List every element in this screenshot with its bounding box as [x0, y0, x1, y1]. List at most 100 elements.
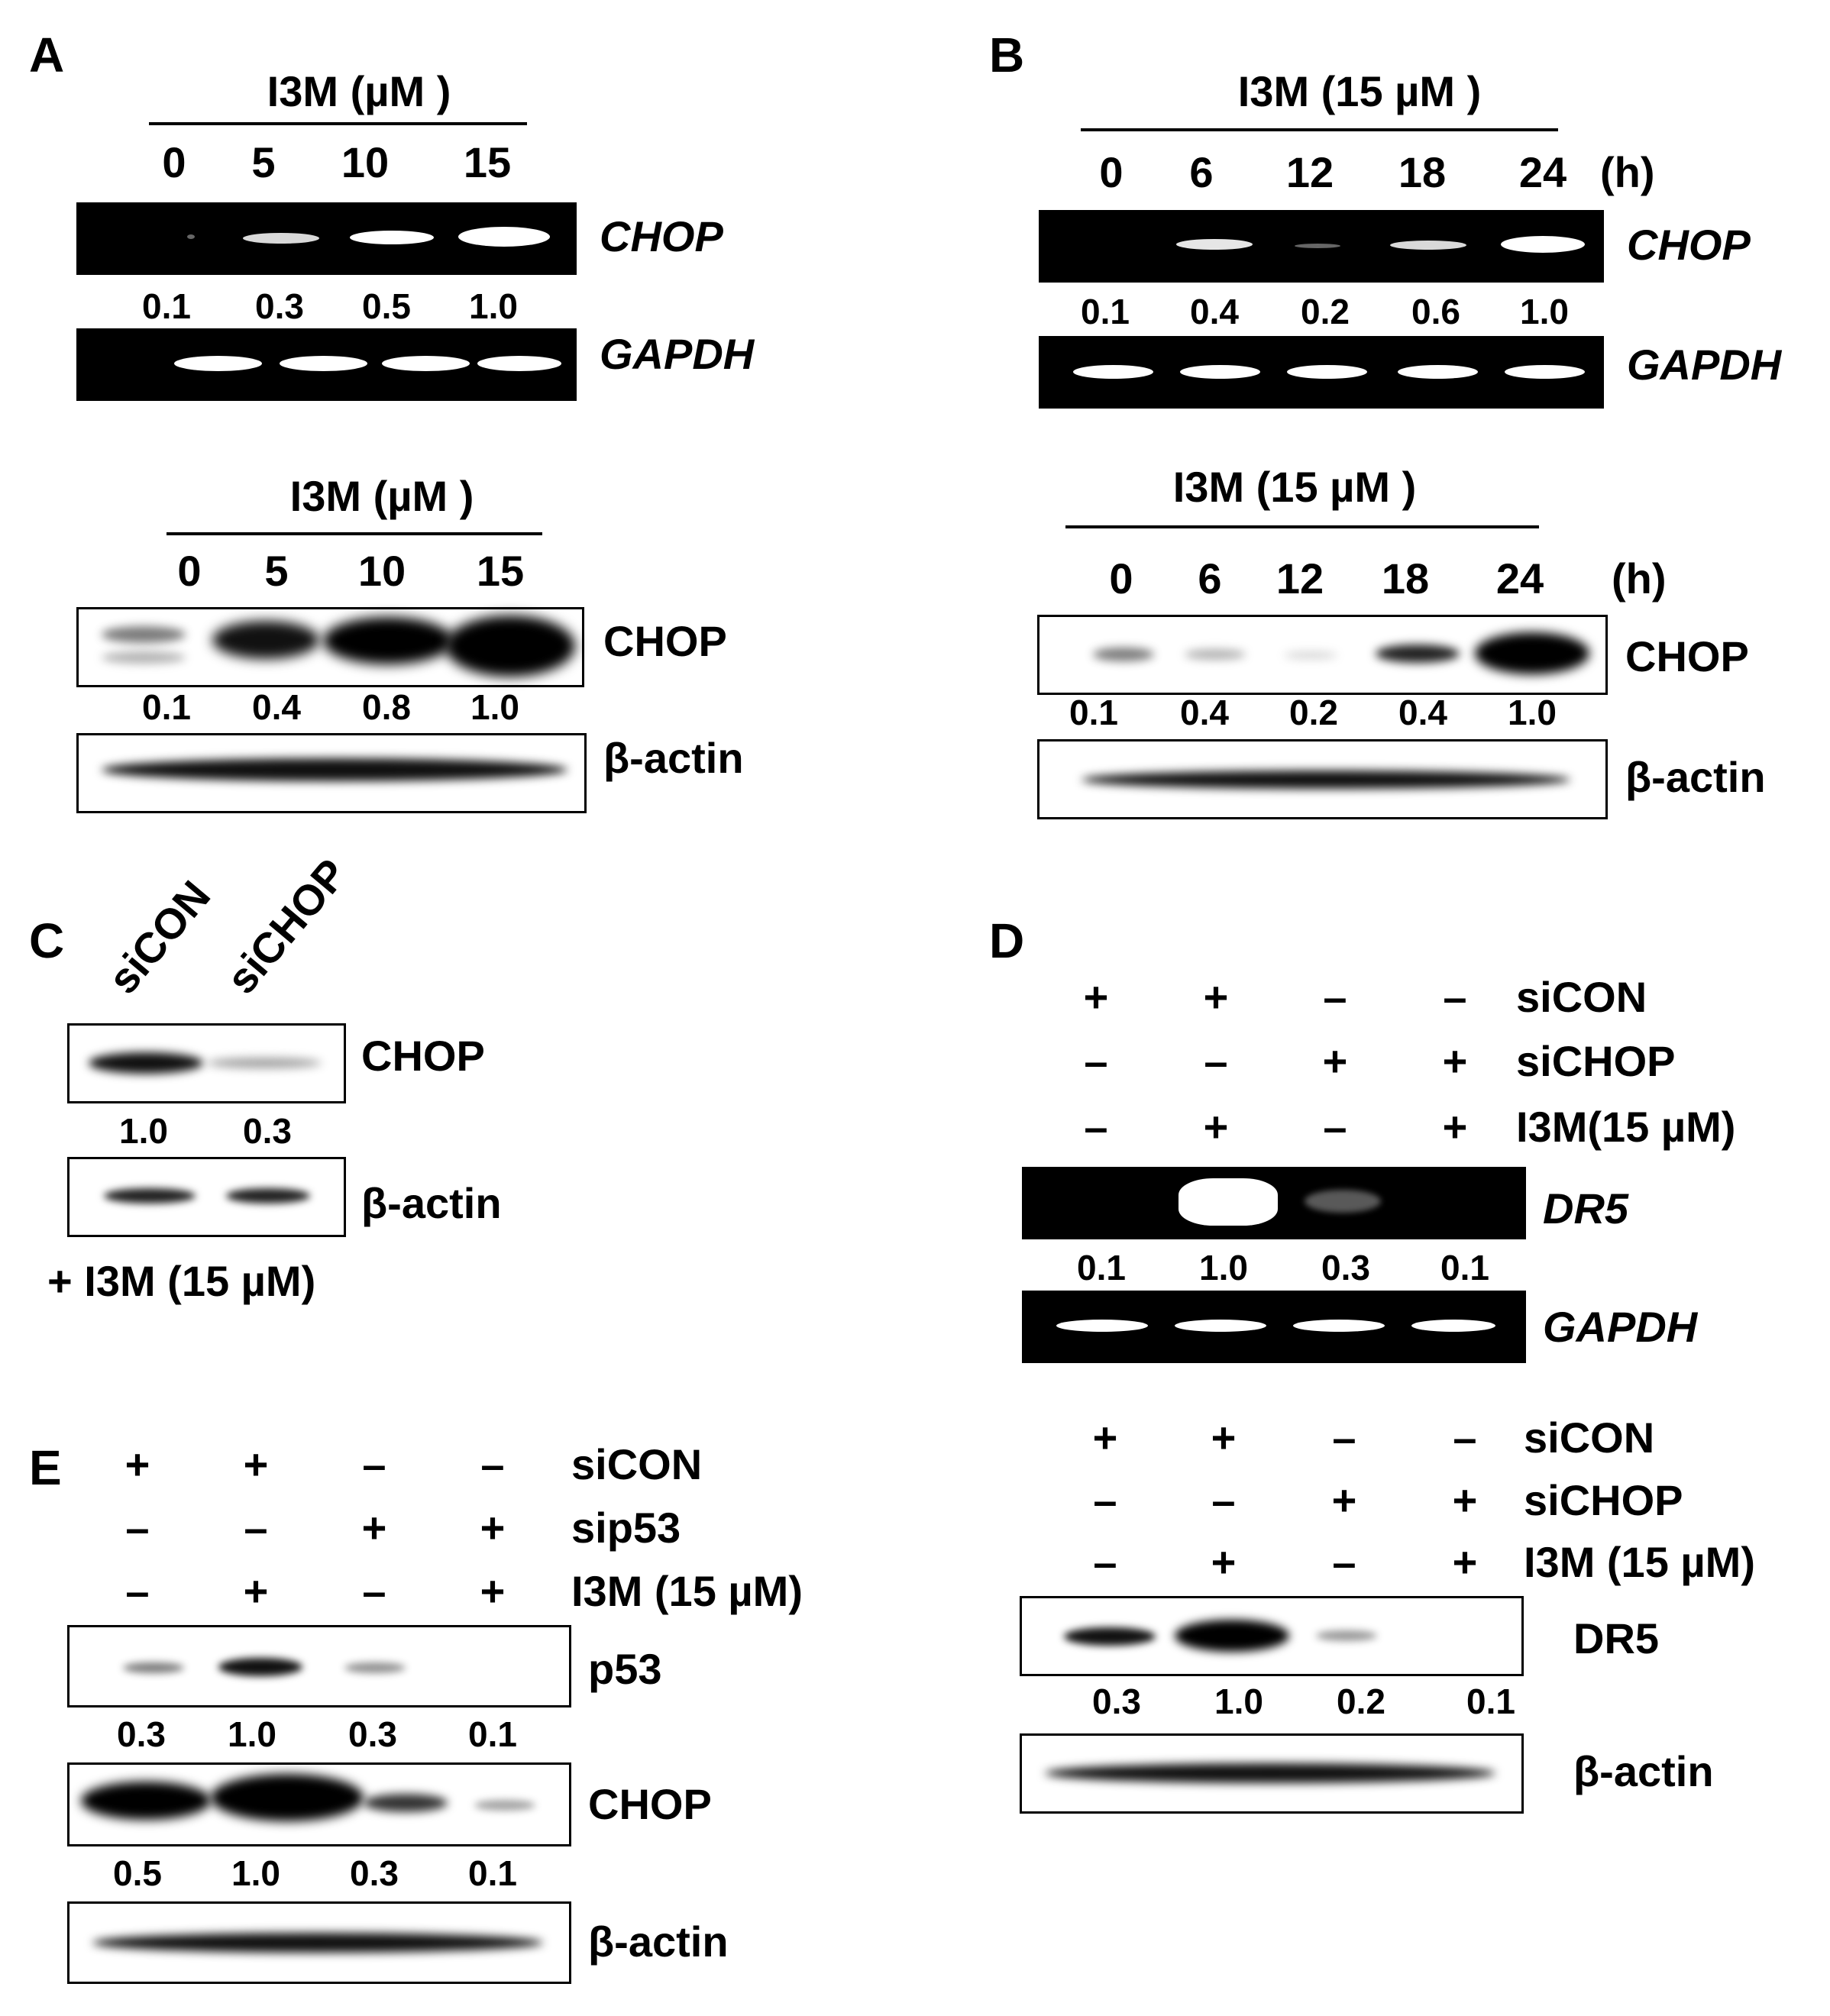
a-wb-header: I3M (µM )	[289, 472, 474, 520]
c-chop-blot	[67, 1023, 346, 1103]
d-rt-r0-label: siCON	[1516, 973, 1647, 1021]
e-r2-s2: –	[362, 1567, 386, 1615]
b-rt-gapdh-band-0	[1073, 365, 1153, 379]
d-wb-r1-s1: –	[1211, 1476, 1236, 1524]
c-actin-label: β-actin	[361, 1179, 502, 1227]
c-footer: + I3M (15 µM)	[47, 1257, 316, 1305]
d-rt-quant-0: 0.1	[1077, 1248, 1126, 1287]
d-wb-actin-blot	[1020, 1733, 1524, 1814]
c-actin-band-1	[226, 1188, 310, 1203]
e-r2-label: I3M (15 µM)	[571, 1567, 803, 1615]
b-wb-header-rule	[1065, 525, 1539, 528]
b-rt-quant-4: 1.0	[1520, 292, 1569, 331]
d-rt-r1-s3: +	[1442, 1037, 1468, 1085]
e-p53-quant-3: 0.1	[468, 1714, 517, 1754]
b-rt-quant-0: 0.1	[1081, 292, 1130, 331]
a-rt-lane-3: 15	[463, 138, 512, 186]
c-quant-1: 0.3	[243, 1111, 292, 1151]
e-r1-s1: –	[244, 1504, 268, 1552]
b-wb-header: I3M (15 µM )	[1172, 463, 1417, 511]
a-rt-quant-3: 1.0	[469, 286, 518, 326]
d-wb-r0-s1: +	[1211, 1413, 1237, 1462]
d-rt-r0-s3: –	[1443, 973, 1467, 1021]
b-wb-quant-3: 0.4	[1398, 693, 1447, 732]
b-rt-unit: (h)	[1600, 148, 1655, 196]
d-wb-r2-s2: –	[1332, 1538, 1356, 1586]
d-rt-dr5-band-1	[1179, 1178, 1278, 1226]
b-wb-chop-band-0	[1093, 648, 1154, 661]
d-wb-quant-2: 0.2	[1337, 1682, 1385, 1721]
b-rt-lane-1: 6	[1189, 148, 1214, 196]
d-rt-dr5-band-2	[1305, 1190, 1381, 1213]
a-wb-chop-band-2	[323, 617, 453, 664]
b-wb-actin-blot	[1037, 739, 1608, 819]
b-wb-chop-band-2	[1284, 651, 1337, 659]
a-rt-quant-2: 0.5	[362, 286, 411, 326]
b-wb-actin-label: β-actin	[1625, 753, 1766, 801]
c-actin-blot	[67, 1157, 346, 1237]
a-wb-lane-0: 0	[177, 547, 202, 595]
e-r2-s0: –	[125, 1567, 150, 1615]
d-wb-actin-band	[1045, 1763, 1495, 1783]
c-chop-label: CHOP	[361, 1032, 485, 1080]
b-rt-lane-2: 12	[1285, 148, 1334, 196]
d-wb-r0-s0: +	[1092, 1413, 1118, 1462]
e-p53-band-0	[123, 1662, 184, 1673]
a-rt-header-rule	[149, 122, 527, 125]
a-rt-header: I3M (µM )	[267, 67, 451, 115]
b-rt-lane-3: 18	[1398, 148, 1447, 196]
b-rt-chop-gel	[1039, 210, 1604, 283]
a-rt-quant-1: 0.3	[255, 286, 304, 326]
d-wb-r1-s3: +	[1452, 1476, 1478, 1524]
a-wb-actin-blot	[76, 733, 587, 813]
d-rt-quant-2: 0.3	[1321, 1248, 1370, 1287]
a-wb-actin-label: β-actin	[603, 734, 744, 782]
d-wb-r2-s1: +	[1211, 1538, 1237, 1586]
d-rt-r0-s0: +	[1083, 973, 1109, 1021]
d-rt-gapdh-band-3	[1411, 1320, 1495, 1332]
e-r1-label: sip53	[571, 1504, 681, 1552]
d-rt-gapdh-gel	[1022, 1291, 1526, 1363]
c-actin-band-0	[104, 1188, 196, 1203]
a-rt-lane-2: 10	[341, 138, 390, 186]
a-wb-chop-band-1	[212, 621, 319, 659]
panel-label-a: A	[29, 27, 65, 82]
d-rt-r1-s0: –	[1084, 1037, 1108, 1085]
b-wb-quant-4: 1.0	[1508, 693, 1557, 732]
a-wb-chop-band-0a	[102, 626, 186, 643]
d-rt-r2-s1: +	[1203, 1103, 1229, 1151]
a-rt-gapdh-label: GAPDH	[600, 330, 755, 378]
e-r1-s3: +	[480, 1504, 506, 1552]
a-rt-gapdh-band-0	[174, 356, 262, 371]
a-wb-chop-band-3	[445, 615, 575, 677]
a-rt-gapdh-gel	[76, 328, 577, 401]
c-chop-band-0	[89, 1052, 203, 1074]
d-wb-r2-label: I3M (15 µM)	[1524, 1538, 1755, 1586]
a-rt-chop-band-0	[187, 234, 195, 239]
a-rt-gapdh-band-2	[382, 356, 470, 371]
e-p53-quant-1: 1.0	[228, 1714, 276, 1754]
b-rt-chop-band-4	[1501, 236, 1585, 253]
b-rt-chop-band-3	[1390, 241, 1466, 250]
d-rt-r1-s2: +	[1322, 1037, 1348, 1085]
e-p53-quant-2: 0.3	[348, 1714, 397, 1754]
d-rt-dr5-label: DR5	[1543, 1184, 1629, 1233]
b-rt-gapdh-band-2	[1287, 365, 1367, 379]
b-rt-chop-band-2	[1295, 244, 1340, 248]
c-chop-band-1	[207, 1058, 322, 1068]
a-rt-chop-band-1	[243, 233, 319, 244]
b-rt-gapdh-label: GAPDH	[1627, 341, 1782, 389]
d-wb-dr5-blot	[1020, 1596, 1524, 1676]
a-wb-actin-band	[102, 758, 567, 781]
e-actin-label: β-actin	[588, 1917, 729, 1966]
d-wb-dr5-band-2	[1316, 1630, 1377, 1641]
a-rt-chop-label: CHOP	[600, 212, 723, 260]
a-rt-quant-0: 0.1	[142, 286, 191, 326]
d-rt-r1-label: siCHOP	[1516, 1037, 1676, 1085]
d-wb-quant-1: 1.0	[1214, 1682, 1263, 1721]
b-rt-chop-band-1	[1176, 239, 1253, 250]
d-wb-r1-s0: –	[1093, 1476, 1117, 1524]
e-r0-s0: +	[124, 1440, 150, 1488]
e-p53-quant-0: 0.3	[117, 1714, 166, 1754]
a-rt-lane-1: 5	[251, 138, 276, 186]
